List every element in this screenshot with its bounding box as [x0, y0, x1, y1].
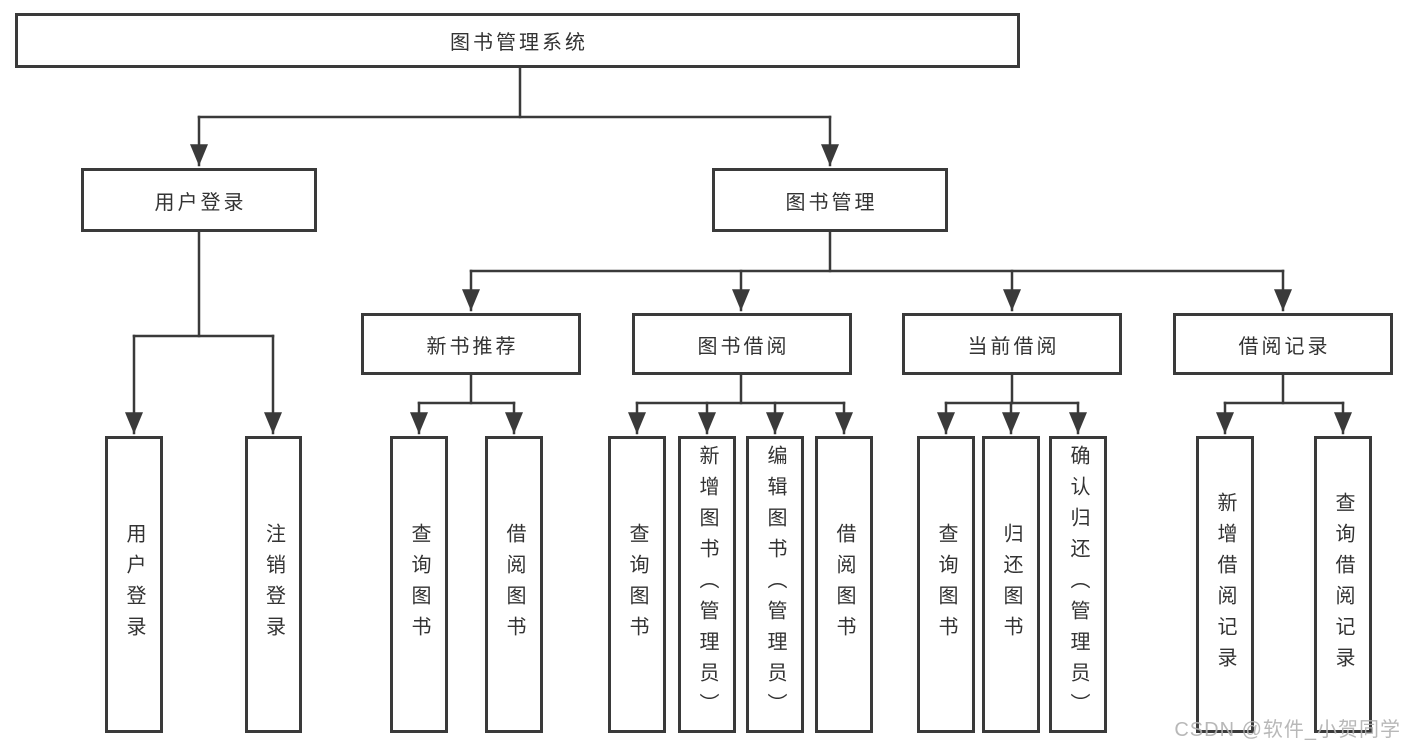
leaf-edit-book-admin-label: 编辑图书（管理员） — [764, 445, 786, 724]
connector-book-borrowing-to-leaves — [628, 373, 853, 435]
leaf-borrow-books-borrowing: 借阅图书 — [815, 436, 873, 733]
node-book-borrowing: 图书借阅 — [632, 313, 852, 375]
node-root-label: 图书管理系统 — [450, 32, 588, 54]
leaf-query-books-borrowing-label: 查询图书 — [626, 522, 648, 647]
leaf-query-books-current-label: 查询图书 — [935, 522, 957, 647]
node-user-login-label: 用户登录 — [154, 191, 247, 214]
leaf-edit-book-admin: 编辑图书（管理员） — [746, 436, 804, 733]
leaf-confirm-return-admin-label: 确认归还（管理员） — [1067, 445, 1089, 724]
leaf-query-books-recommend: 查询图书 — [390, 436, 448, 733]
node-current-borrowing: 当前借阅 — [902, 313, 1122, 375]
node-book-borrowing-label: 图书借阅 — [697, 335, 790, 358]
leaf-return-books: 归还图书 — [982, 436, 1040, 733]
node-book-management-label: 图书管理 — [785, 191, 878, 214]
connector-user-login-to-leaves — [125, 230, 282, 435]
leaf-logout-login: 注销登录 — [245, 436, 302, 733]
connector-current-borrowing-to-leaves — [937, 373, 1087, 435]
leaf-add-borrow-record-label: 新增借阅记录 — [1214, 491, 1236, 678]
connector-root-to-level2 — [190, 66, 839, 167]
node-root: 图书管理系统 — [15, 13, 1020, 68]
node-new-book-recommend-label: 新书推荐 — [426, 335, 519, 358]
node-current-borrowing-label: 当前借阅 — [967, 335, 1060, 358]
watermark: CSDN @软件_小贺同学 — [1174, 719, 1401, 741]
connector-book-management-to-level3 — [462, 230, 1292, 312]
leaf-confirm-return-admin: 确认归还（管理员） — [1049, 436, 1107, 733]
leaf-user-login: 用户登录 — [105, 436, 163, 733]
leaf-query-borrow-record: 查询借阅记录 — [1314, 436, 1372, 733]
leaf-return-books-label: 归还图书 — [1000, 522, 1022, 647]
leaf-logout-login-label: 注销登录 — [262, 522, 285, 647]
connector-borrowing-records-to-leaves — [1216, 373, 1352, 435]
leaf-add-book-admin: 新增图书（管理员） — [678, 436, 736, 733]
connector-new-book-recommend-to-leaves — [410, 373, 523, 435]
leaf-borrow-books-recommend-label: 借阅图书 — [503, 522, 525, 647]
leaf-query-borrow-record-label: 查询借阅记录 — [1332, 491, 1354, 678]
leaf-query-books-current: 查询图书 — [917, 436, 975, 733]
node-new-book-recommend: 新书推荐 — [361, 313, 581, 375]
leaf-borrow-books-borrowing-label: 借阅图书 — [833, 522, 855, 647]
leaf-borrow-books-recommend: 借阅图书 — [485, 436, 543, 733]
leaf-user-login-label: 用户登录 — [123, 522, 145, 647]
leaf-query-books-recommend-label: 查询图书 — [408, 522, 430, 647]
node-user-login: 用户登录 — [81, 168, 317, 232]
node-book-management: 图书管理 — [712, 168, 948, 232]
node-borrowing-records: 借阅记录 — [1173, 313, 1393, 375]
leaf-add-borrow-record: 新增借阅记录 — [1196, 436, 1254, 733]
node-borrowing-records-label: 借阅记录 — [1238, 335, 1331, 358]
leaf-add-book-admin-label: 新增图书（管理员） — [696, 445, 718, 724]
leaf-query-books-borrowing: 查询图书 — [608, 436, 666, 733]
